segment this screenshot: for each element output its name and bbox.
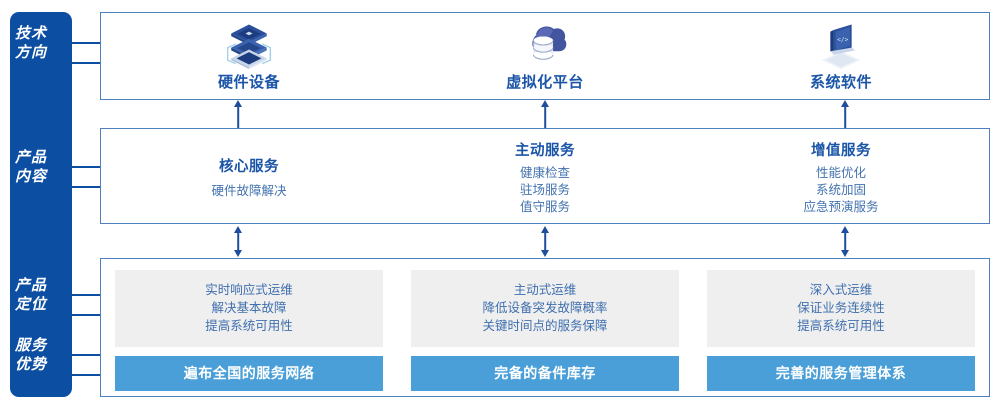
laptop-code-icon: </>: [821, 24, 861, 69]
content-item: 性能优化: [815, 165, 866, 180]
positioning-line: 提高系统可用性: [797, 319, 885, 333]
sidebar-label-line: 内容: [14, 168, 47, 185]
tech-column-virtualization[interactable]: 虚拟化平台: [397, 13, 693, 99]
sidebar-label-line: 产品: [14, 149, 47, 166]
sidebar-item-product-positioning[interactable]: 产品 定位: [0, 276, 62, 314]
svg-text:</>: </>: [837, 36, 848, 43]
sidebar-label-line: 产品: [14, 277, 47, 294]
content-title: 增值服务: [811, 142, 871, 159]
connector-product-positioning: [62, 294, 102, 316]
tech-column-system-software[interactable]: </> 系统软件: [693, 13, 989, 99]
sidebar-label-line: 服务: [14, 337, 47, 354]
tech-title: 系统软件: [809, 73, 872, 91]
content-title: 核心服务: [219, 158, 279, 175]
tech-title: 硬件设备: [217, 73, 280, 91]
sidebar-panel: [10, 12, 72, 397]
sidebar-label-line: 优势: [14, 356, 47, 373]
positioning-line: 提高系统可用性: [205, 319, 293, 333]
connector-tech-direction: [62, 42, 102, 64]
bottom-column-2[interactable]: 主动式运维 降低设备突发故障概率 关键时间点的服务保障 完备的备件库存: [397, 259, 693, 396]
sidebar-label-line: 技术: [14, 25, 47, 42]
arrow-double-value-added: [835, 226, 855, 257]
content-item: 值守服务: [519, 199, 570, 214]
content-item: 硬件故障解决: [211, 183, 287, 198]
cloud-database-icon: [532, 25, 567, 60]
positioning-card: 实时响应式运维 解决基本故障 提高系统可用性: [115, 270, 383, 347]
arrow-up-hardware: [228, 100, 248, 128]
content-column-core-service[interactable]: 核心服务 硬件故障解决: [101, 129, 397, 223]
content-item: 驻场服务: [519, 182, 570, 197]
sidebar-item-product-content[interactable]: 产品 内容: [0, 148, 62, 186]
advantage-bar[interactable]: 遍布全国的服务网络: [115, 356, 383, 391]
positioning-advantage-section: 实时响应式运维 解决基本故障 提高系统可用性 遍布全国的服务网络 主动式运维 降…: [100, 258, 990, 397]
bottom-column-3[interactable]: 深入式运维 保证业务连续性 提高系统可用性 完善的服务管理体系: [693, 259, 989, 396]
positioning-line: 主动式运维: [513, 283, 577, 297]
arrow-up-virtualization: [535, 100, 555, 128]
advantage-bar[interactable]: 完备的备件库存: [411, 356, 679, 391]
content-item: 健康检查: [519, 165, 570, 180]
connector-product-content: [62, 166, 102, 188]
content-item: 应急预演服务: [803, 199, 879, 214]
connector-service-advantage: [62, 354, 102, 376]
content-item: 系统加固: [815, 182, 866, 197]
sidebar-item-tech-direction[interactable]: 技术 方向: [0, 24, 62, 62]
sidebar-item-service-advantage[interactable]: 服务 优势: [0, 336, 62, 374]
arrow-double-core: [228, 226, 248, 257]
sidebar-label-line: 定位: [14, 296, 47, 313]
advantage-bar[interactable]: 完善的服务管理体系: [707, 356, 975, 391]
content-column-value-added-service[interactable]: 增值服务 性能优化 系统加固 应急预演服务: [693, 129, 989, 223]
positioning-line: 关键时间点的服务保障: [482, 319, 608, 333]
tech-column-hardware[interactable]: 硬件设备: [101, 13, 397, 99]
arrow-double-proactive: [535, 226, 555, 257]
positioning-line: 解决基本故障: [211, 301, 287, 315]
positioning-line: 降低设备突发故障概率: [482, 301, 608, 315]
positioning-card: 深入式运维 保证业务连续性 提高系统可用性: [707, 270, 975, 347]
sidebar-label-line: 方向: [14, 44, 47, 61]
positioning-line: 深入式运维: [809, 283, 873, 297]
tech-title: 虚拟化平台: [506, 73, 584, 91]
product-content-section: 核心服务 硬件故障解决 主动服务 健康检查 驻场服务 值守服务 增值服务 性能优…: [100, 128, 990, 224]
content-title: 主动服务: [515, 142, 575, 159]
positioning-card: 主动式运维 降低设备突发故障概率 关键时间点的服务保障: [411, 270, 679, 347]
arrow-up-system-software: [835, 100, 855, 128]
bottom-column-1[interactable]: 实时响应式运维 解决基本故障 提高系统可用性 遍布全国的服务网络: [101, 259, 397, 396]
positioning-line: 实时响应式运维: [205, 283, 293, 297]
positioning-line: 保证业务连续性: [797, 301, 885, 315]
tech-direction-section: 硬件设备: [100, 12, 990, 100]
server-stack-icon: [227, 24, 271, 69]
content-column-proactive-service[interactable]: 主动服务 健康检查 驻场服务 值守服务: [397, 129, 693, 223]
